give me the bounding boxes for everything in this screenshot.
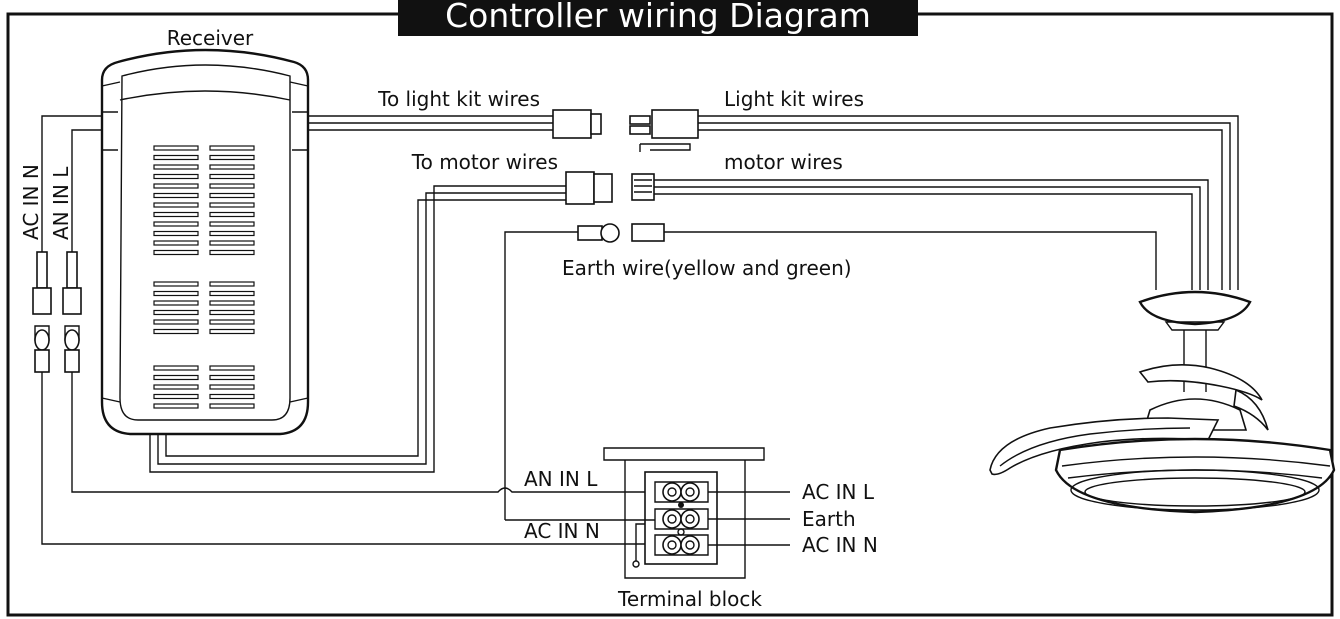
vent-slot (209, 300, 255, 306)
vent-slot (153, 164, 199, 170)
vent-slot (209, 319, 255, 325)
ac-in-l-right-label: AC IN L (802, 480, 875, 504)
vent-slot (209, 183, 255, 189)
vent-slot (209, 145, 255, 151)
vent-slot (153, 173, 199, 180)
vent-slot (153, 192, 199, 199)
vent-slot (209, 290, 255, 297)
ac-in-n-block-label: AC IN N (524, 519, 600, 543)
vent-slot (209, 403, 255, 409)
vent-slot (209, 240, 255, 246)
vent-slot (153, 300, 199, 306)
vent-slot (209, 281, 255, 287)
vent-slot (209, 202, 255, 208)
vent-slot (209, 211, 255, 218)
vent-slot (153, 211, 199, 218)
vent-slot (153, 281, 199, 287)
vent-slot (153, 154, 199, 161)
earth-wire-label: Earth wire(yellow and green) (562, 256, 852, 280)
vent-slot (153, 202, 199, 208)
to-motor-wires-label: To motor wires (411, 150, 558, 174)
light-kit-wires-label: Light kit wires (724, 87, 864, 111)
ac-in-n-vertical-label: AC IN N (19, 164, 43, 240)
earth-wire (504, 223, 1157, 520)
vent-slot (209, 164, 255, 170)
vent-slot (153, 384, 199, 390)
vent-slot (209, 221, 255, 227)
vent-slot (209, 328, 255, 335)
vent-slot (209, 393, 255, 400)
vent-slot (209, 154, 255, 161)
vent-slot (153, 290, 199, 297)
to-light-kit-wires-label: To light kit wires (377, 87, 540, 111)
receiver-label: Receiver (167, 26, 254, 50)
ac-input-wires (32, 115, 655, 545)
terminal-block-icon (505, 447, 790, 579)
vent-slot (209, 309, 255, 316)
vent-slot (153, 393, 199, 400)
ac-in-n-right-label: AC IN N (802, 533, 878, 557)
light-kit-wires (308, 109, 1239, 290)
vent-slot (209, 230, 255, 237)
vent-slot (153, 374, 199, 381)
vent-slot (153, 319, 199, 325)
vent-slot (153, 240, 199, 246)
vent-slot (153, 145, 199, 151)
title-background (398, 0, 918, 36)
vent-slot (209, 365, 255, 371)
motor-wires (149, 171, 1209, 473)
ceiling-fan-icon (989, 290, 1336, 514)
vent-slot (153, 230, 199, 237)
receiver-box-icon (100, 48, 310, 436)
diagram-title: Controller wiring Diagram (445, 0, 871, 35)
motor-wires-label: motor wires (724, 150, 843, 174)
vent-slot (209, 374, 255, 381)
vent-slot (153, 403, 199, 409)
vent-slot (153, 183, 199, 189)
vent-slot (153, 221, 199, 227)
receiver-vent-slots (153, 145, 255, 409)
vent-slot (209, 249, 255, 256)
earth-right-label: Earth (802, 507, 856, 531)
vent-slot (153, 249, 199, 256)
vent-slot (209, 173, 255, 180)
an-in-l-vertical-label: AN IN L (49, 166, 73, 240)
vent-slot (153, 365, 199, 371)
terminal-block-label: Terminal block (617, 587, 762, 611)
vent-slot (153, 328, 199, 335)
vent-slot (153, 309, 199, 316)
an-in-l-block-label: AN IN L (524, 467, 598, 491)
vent-slot (209, 384, 255, 390)
vent-slot (209, 192, 255, 199)
